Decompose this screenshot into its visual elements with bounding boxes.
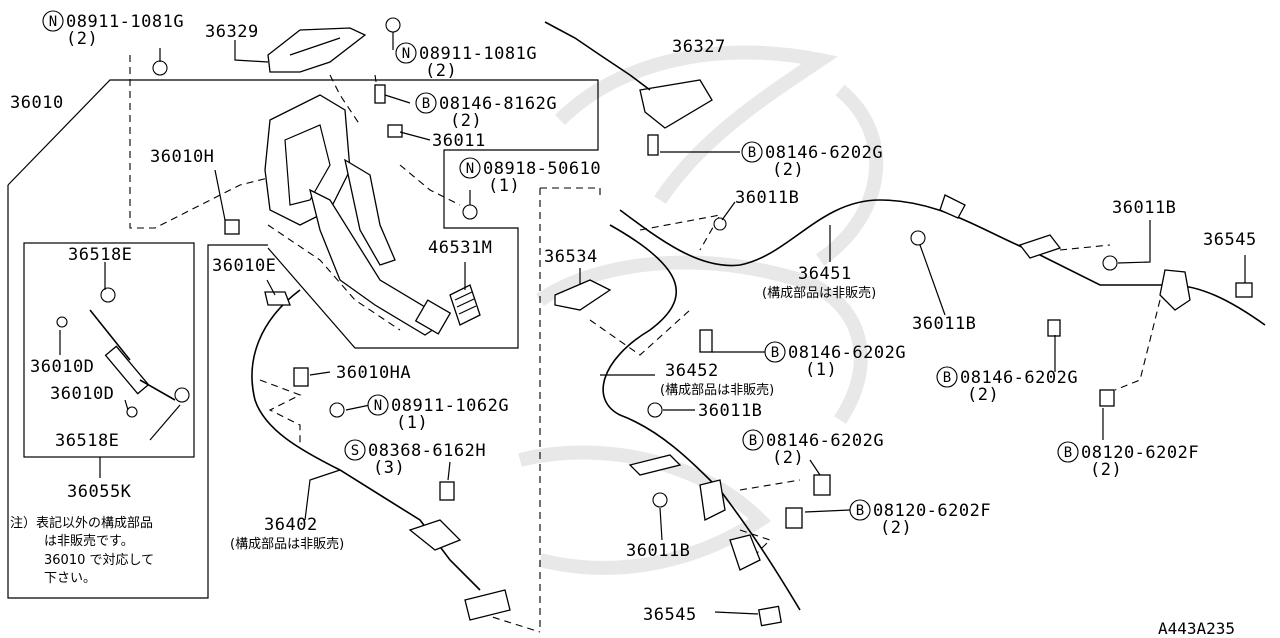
- label-08146-6202g-low: 08146-6202G: [766, 431, 884, 451]
- prefix-circles: [42, 10, 1079, 521]
- label-36010d-a: 36010D: [30, 357, 94, 377]
- label-36452: 36452: [665, 361, 719, 381]
- prefix-b: B: [422, 96, 430, 112]
- bracket-36534: [554, 279, 612, 311]
- note-36452: (構成部品は非販売): [660, 382, 774, 398]
- label-36011b-e: 36011B: [626, 541, 690, 561]
- label-36451: 36451: [798, 264, 852, 284]
- qty: (2): [772, 448, 804, 468]
- prefix-b: B: [943, 370, 951, 386]
- qty: (2): [425, 61, 457, 81]
- qty: (1): [488, 176, 520, 196]
- dashed-guides: [129, 55, 1161, 633]
- label-46531m: 46531M: [428, 238, 492, 258]
- note-36402: (構成部品は非販売): [230, 536, 344, 552]
- note-line-1: 注）表記以外の構成部品: [10, 515, 153, 531]
- label-36329: 36329: [205, 22, 259, 42]
- prefix-s: S: [351, 443, 359, 459]
- note-36451: (構成部品は非販売): [762, 285, 876, 301]
- frame-lines: [7, 79, 599, 599]
- prefix-n: N: [374, 398, 382, 414]
- cover-36327: [544, 21, 713, 129]
- qty: (3): [373, 458, 405, 478]
- prefix-b: B: [749, 433, 757, 449]
- watermark-logo: [518, 45, 884, 575]
- prefix-letters: N N B N B B B N B S B B: [49, 14, 1072, 519]
- qty: (2): [880, 518, 912, 538]
- label-08911-1081g-a: 08911-1081G: [66, 12, 184, 32]
- label-08918-50610: 08918-50610: [483, 159, 601, 179]
- label-08911-1081g-b: 08911-1081G: [419, 44, 537, 64]
- label-08146-8162g: 08146-8162G: [439, 94, 557, 114]
- reference-code: A443A235: [1158, 619, 1235, 638]
- qty: (1): [805, 360, 837, 380]
- qty: (1): [396, 413, 428, 433]
- label-36402: 36402: [264, 515, 318, 535]
- prefix-n: N: [49, 14, 57, 30]
- label-36545-bottom: 36545: [643, 605, 697, 625]
- prefix-b: B: [748, 145, 756, 161]
- footnote: 注）表記以外の構成部品 は非販売です。 36010 で対応して 下さい。: [10, 515, 154, 586]
- note-line-3: 36010 で対応して: [44, 553, 154, 568]
- label-36010e: 36010E: [212, 256, 276, 276]
- qty: (2): [772, 160, 804, 180]
- prefix-b: B: [1064, 445, 1072, 461]
- label-36011b-c: 36011B: [912, 314, 976, 334]
- prefix-n: N: [466, 161, 474, 177]
- label-08146-6202g-top: 08146-6202G: [765, 143, 883, 163]
- label-36011b-b: 36011B: [1112, 198, 1176, 218]
- label-36055k: 36055K: [67, 482, 132, 502]
- label-08120-6202f-low: 08120-6202F: [873, 501, 991, 521]
- label-08368-6162h: 08368-6162H: [368, 441, 486, 461]
- note-line-4: 下さい。: [44, 571, 96, 586]
- part-labels: 08911-1081G (2) 36329 08911-1081G (2) 36…: [10, 12, 1257, 625]
- prefix-n: N: [402, 46, 410, 62]
- qty: (2): [450, 111, 482, 131]
- label-08911-1062g: 08911-1062G: [391, 396, 509, 416]
- qty: (2): [1090, 460, 1122, 480]
- label-08120-6202f-r: 08120-6202F: [1081, 443, 1199, 463]
- leader-lines: [59, 32, 1246, 615]
- label-36327: 36327: [672, 37, 726, 57]
- label-36010d-b: 36010D: [50, 384, 114, 404]
- pedal-bracket: [264, 94, 452, 336]
- label-36010h: 36010H: [150, 147, 214, 167]
- label-08146-6202g-r: 08146-6202G: [960, 368, 1078, 388]
- label-36518e-a: 36518E: [68, 245, 132, 265]
- qty: (2): [967, 385, 999, 405]
- note-line-2: は非販売です。: [44, 533, 134, 549]
- label-36011: 36011: [432, 131, 486, 151]
- pedal-pad: [449, 284, 481, 326]
- gas-strut: [56, 287, 190, 418]
- bracket-36329: [267, 27, 367, 73]
- qty: (2): [66, 29, 98, 49]
- label-36518e-b: 36518E: [55, 431, 119, 451]
- label-08146-6202g-mid: 08146-6202G: [788, 343, 906, 363]
- cable-brackets: [264, 194, 1191, 621]
- label-36010: 36010: [10, 93, 64, 113]
- label-36545-right: 36545: [1203, 230, 1257, 250]
- prefix-b: B: [856, 503, 864, 519]
- fasteners: [152, 17, 1253, 627]
- label-36010ha: 36010HA: [336, 363, 411, 383]
- label-36534: 36534: [544, 247, 598, 267]
- label-36011b-a: 36011B: [735, 188, 799, 208]
- prefix-b: B: [771, 345, 779, 361]
- label-36011b-d: 36011B: [698, 401, 762, 421]
